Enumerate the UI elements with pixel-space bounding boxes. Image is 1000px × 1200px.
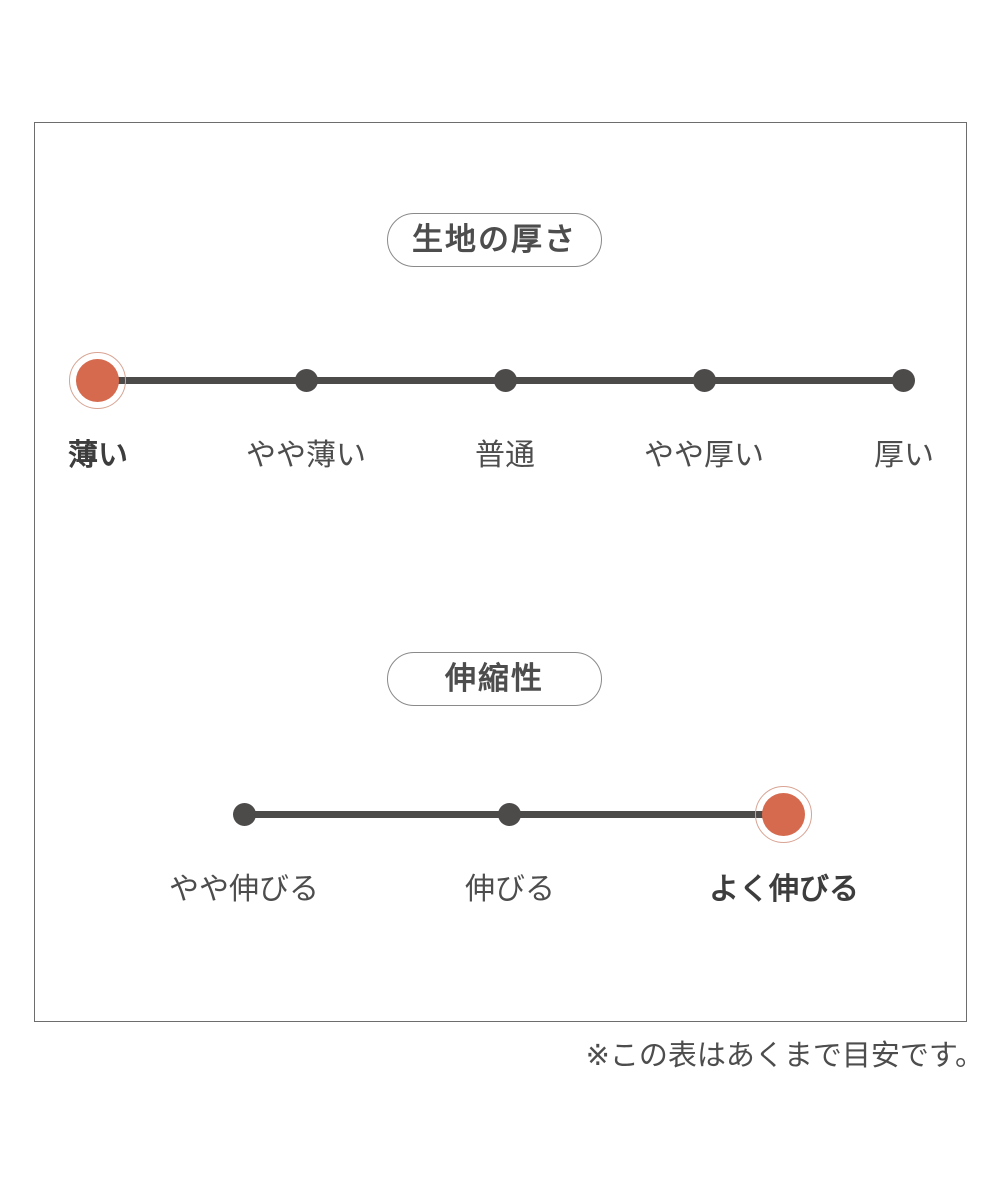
scale-point-fabric-thickness-3[interactable] <box>693 369 716 392</box>
scale-point-highlight-ring-stretchiness <box>755 786 812 843</box>
section-heading-stretchiness: 伸縮性 <box>387 652 602 706</box>
section-heading-stretchiness-label: 伸縮性 <box>445 660 544 696</box>
section-heading-fabric-thickness-label: 生地の厚さ <box>412 221 577 257</box>
scale-point-stretchiness-2[interactable] <box>762 793 805 836</box>
scale-stretchiness: やや伸びる 伸びる よく伸びる <box>35 786 968 905</box>
scale-label-fabric-thickness-2: 普通 <box>475 439 535 472</box>
chart-footnote: ※この表はあくまで目安です。 <box>585 1040 984 1072</box>
spec-card: 生地の厚さ 薄い やや薄い 普通 やや厚い 厚い 伸縮性 <box>34 122 967 1022</box>
scale-point-fabric-thickness-1[interactable] <box>295 369 318 392</box>
scale-point-stretchiness-0[interactable] <box>233 803 256 826</box>
scale-point-highlight-ring-fabric-thickness <box>69 352 126 409</box>
scale-label-stretchiness-1: 伸びる <box>465 873 555 906</box>
scale-label-stretchiness-0: やや伸びる <box>169 873 319 906</box>
scale-point-fabric-thickness-0[interactable] <box>76 359 119 402</box>
scale-label-fabric-thickness-4: 厚い <box>874 439 934 472</box>
scale-label-stretchiness-2: よく伸びる <box>709 873 859 906</box>
scale-label-fabric-thickness-0: 薄い <box>68 439 128 472</box>
section-heading-fabric-thickness: 生地の厚さ <box>387 213 602 267</box>
scale-point-fabric-thickness-4[interactable] <box>892 369 915 392</box>
scale-fabric-thickness: 薄い やや薄い 普通 やや厚い 厚い <box>35 352 968 471</box>
scale-label-fabric-thickness-1: やや薄い <box>246 439 366 472</box>
scale-point-fabric-thickness-2[interactable] <box>494 369 517 392</box>
scale-point-stretchiness-1[interactable] <box>498 803 521 826</box>
scale-label-fabric-thickness-3: やや厚い <box>644 439 764 472</box>
